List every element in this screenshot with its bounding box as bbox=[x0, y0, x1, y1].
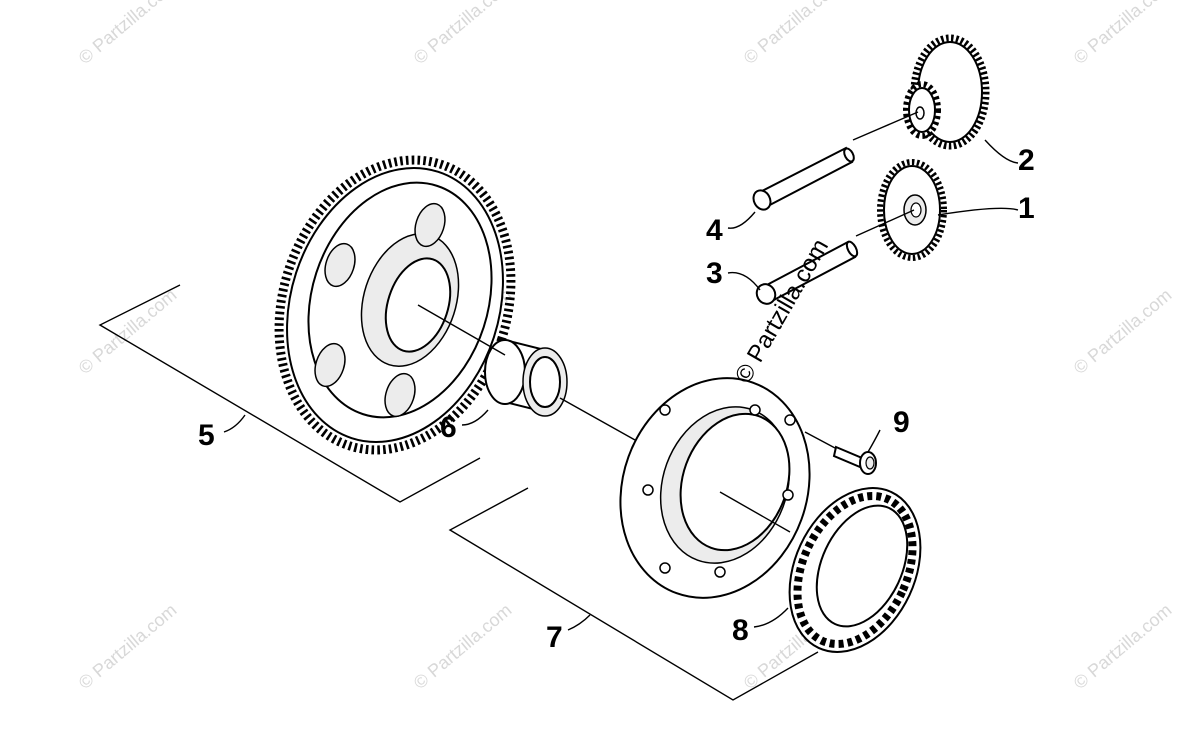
callout-2: 2 bbox=[1018, 144, 1035, 177]
callout-1: 1 bbox=[1018, 192, 1035, 225]
callout-9: 9 bbox=[893, 406, 910, 439]
one-way-clutch bbox=[788, 487, 922, 653]
watermark: © Partzilla.com bbox=[410, 600, 516, 693]
watermark: © Partzilla.com bbox=[740, 0, 846, 68]
clutch-housing bbox=[619, 377, 811, 599]
callout-3: 3 bbox=[706, 257, 723, 290]
group-brackets bbox=[98, 284, 819, 701]
pin-lower bbox=[755, 240, 859, 305]
callout-4: 4 bbox=[706, 214, 723, 247]
watermark: © Partzilla.com bbox=[75, 285, 181, 378]
watermark-center: © Partzilla.com bbox=[730, 234, 834, 388]
watermark: © Partzilla.com bbox=[75, 600, 181, 693]
watermarks: © Partzilla.com © Partzilla.com © Partzi… bbox=[75, 0, 1176, 693]
gear-double bbox=[903, 34, 990, 150]
watermark: © Partzilla.com bbox=[1070, 0, 1176, 68]
callout-6: 6 bbox=[440, 411, 457, 444]
bolt bbox=[832, 445, 877, 475]
callout-7: 7 bbox=[546, 621, 563, 654]
needle-bearing bbox=[484, 338, 568, 417]
leader-lines bbox=[223, 139, 1019, 631]
assembly-lines bbox=[417, 111, 919, 533]
pin-upper bbox=[752, 146, 855, 211]
watermark: © Partzilla.com bbox=[410, 0, 516, 68]
watermark: © Partzilla.com bbox=[1070, 285, 1176, 378]
callout-8: 8 bbox=[732, 614, 749, 647]
watermark: © Partzilla.com bbox=[1070, 600, 1176, 693]
gear-small bbox=[877, 159, 947, 261]
callouts: 1 2 3 4 5 6 7 8 9 bbox=[198, 144, 1035, 654]
watermark: © Partzilla.com bbox=[75, 0, 181, 68]
gear-large bbox=[274, 155, 516, 455]
callout-5: 5 bbox=[198, 419, 215, 452]
